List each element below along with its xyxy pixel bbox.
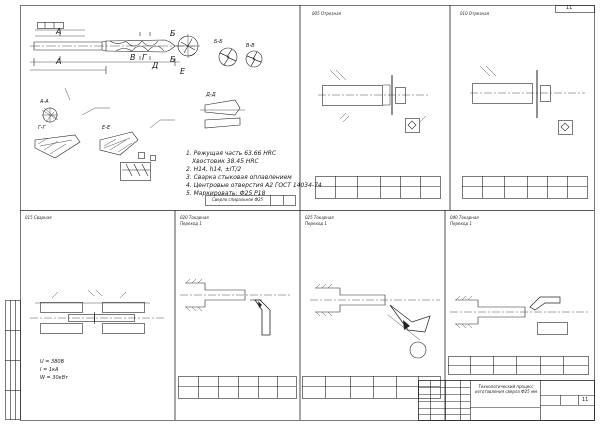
drill-end-view — [176, 34, 200, 58]
section-label-dd: Д-Д — [206, 92, 216, 98]
weld-param: W = 30кВт — [40, 375, 69, 381]
tech-req-line: 4. Центровые отверстия А2 ГОСТ 14034-74 — [186, 182, 322, 189]
op040-table — [448, 356, 589, 375]
op025-title: 025 Токарная — [305, 215, 334, 220]
op025-sketch — [310, 283, 440, 359]
section-label-bb: Б-Б — [214, 39, 223, 45]
drill-tip-detail — [200, 99, 245, 129]
view-letter-b: Б — [170, 29, 176, 38]
view-letter-e: Е — [180, 67, 186, 76]
op005-title: 005 Отрезная — [312, 11, 341, 16]
op025-subtitle: Переход 1 — [305, 221, 327, 226]
view-letter-g: Г — [142, 53, 147, 62]
tech-req-line: Хвостовик 38.45 HRC — [192, 158, 259, 165]
title-block-sheet-no: 11 — [582, 397, 589, 403]
op010-sketch — [470, 65, 585, 135]
title-block-name: Технологический процесс изготовления све… — [475, 384, 537, 394]
weld-param: I = 1кА — [40, 367, 59, 373]
title-block — [418, 380, 595, 421]
section-label-aa: А-А — [40, 99, 49, 105]
view-letter-a: А — [56, 27, 62, 36]
view-letter-a-2: А — [56, 57, 62, 66]
section-vv — [34, 134, 81, 159]
section-label-ee: Е-Е — [102, 125, 111, 131]
left-stamp — [5, 300, 21, 420]
section-label-gg: Г-Г — [38, 125, 46, 131]
op010-title: 010 Отрезная — [460, 11, 489, 16]
drawing-stamp — [205, 195, 296, 206]
view-letter-b-2: Б — [170, 55, 176, 64]
op020-title: 020 Токарная — [180, 215, 209, 220]
top-code-box — [555, 5, 595, 13]
tech-req-line: 5. Маркировать: Ф25 Р18 — [186, 190, 266, 197]
op040-subtitle: Переход 1 — [450, 221, 472, 226]
section-bb — [218, 47, 263, 68]
section-gg — [99, 131, 139, 156]
tech-req-line: 3. Сварка стыковая оплавлением — [186, 174, 292, 181]
op040-sketch — [450, 295, 590, 335]
drill-stamp-label: Сверло спиральное Ф25 — [212, 197, 264, 202]
op040-title: 040 Токарная — [450, 215, 479, 220]
op010-table — [462, 176, 588, 199]
op005-sketch — [318, 69, 430, 133]
view-letter-v: В — [130, 53, 136, 62]
sheet-number: 11 — [566, 5, 573, 11]
section-label-vv: В-В — [246, 43, 255, 49]
weld-param: U = 380В — [40, 359, 65, 365]
op020-sketch — [180, 278, 290, 336]
op020-subtitle: Переход 1 — [180, 221, 202, 226]
op015-sketch — [30, 289, 165, 334]
sheet-frame — [20, 5, 595, 421]
tech-req-line: 2. H14, h14, ±IT/2 — [186, 166, 242, 173]
flute-detail — [120, 152, 156, 181]
op015-title: 015 Сварная — [25, 215, 52, 220]
weld-parameters: U = 380В I = 1кА W = 30кВт — [40, 358, 68, 382]
drill-main-view — [30, 22, 195, 74]
technical-requirements: 1. Режущая часть 63.66 HRC Хвостовик 38.… — [186, 150, 322, 198]
tech-req-line: 1. Режущая часть 63.66 HRC — [186, 150, 277, 157]
op005-table — [315, 176, 441, 199]
op020-table — [178, 376, 297, 399]
view-letter-d: Д — [152, 61, 159, 70]
